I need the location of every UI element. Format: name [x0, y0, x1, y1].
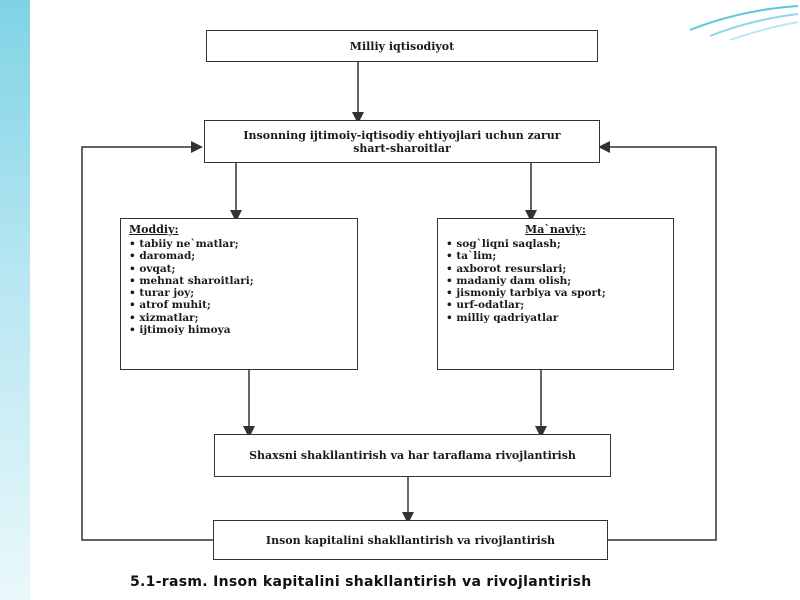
corner-swoosh-decoration [689, 5, 799, 40]
spiritual-item: urf-odatlar; [446, 299, 665, 311]
spiritual-item: milliy qadriyatlar [446, 312, 665, 324]
material-item: xizmatlar; [129, 312, 349, 324]
personal-development-label: Shaxsni shakllantirish va har taraflama … [249, 449, 576, 462]
slide-side-decoration [0, 0, 30, 600]
material-item: ijtimoiy himoya [129, 324, 349, 336]
spiritual-item: sog`liqni saqlash; [446, 238, 665, 250]
human-capital-box: Inson kapitalini shakllantirish va rivoj… [213, 520, 608, 560]
material-item: tabiiy ne`matlar; [129, 238, 349, 250]
needs-line-1: Insonning ijtimoiy-iqtisodiy ehtiyojlari… [243, 128, 561, 142]
spiritual-heading: Ma`naviy: [525, 223, 586, 236]
spiritual-list: sog`liqni saqlash; ta`lim; axborot resur… [446, 238, 665, 324]
personal-development-box: Shaxsni shakllantirish va har taraflama … [214, 434, 611, 477]
human-capital-label: Inson kapitalini shakllantirish va rivoj… [265, 533, 556, 547]
figure-caption: 5.1-rasm. Inson kapitalini shakllantiris… [130, 574, 592, 590]
needs-conditions-label: Insonning ijtimoiy-iqtisodiy ehtiyojlari… [243, 129, 560, 155]
material-item: daromad; [129, 250, 349, 262]
material-list: tabiiy ne`matlar; daromad; ovqat; mehnat… [129, 238, 349, 336]
material-item: mehnat sharoitlari; [129, 275, 349, 287]
national-economy-box: Milliy iqtisodiyot [206, 30, 598, 62]
spiritual-item: ta`lim; [446, 250, 665, 262]
spiritual-needs-box: Ma`naviy: sog`liqni saqlash; ta`lim; axb… [437, 218, 674, 370]
spiritual-item: axborot resurslari; [446, 263, 665, 275]
needs-line-2: shart-sharoitlar [353, 141, 451, 155]
spiritual-item: jismoniy tarbiya va sport; [446, 287, 665, 299]
needs-conditions-box: Insonning ijtimoiy-iqtisodiy ehtiyojlari… [204, 120, 600, 163]
material-needs-box: Moddiy: tabiiy ne`matlar; daromad; ovqat… [120, 218, 358, 370]
national-economy-label: Milliy iqtisodiyot [349, 39, 455, 53]
material-item: turar joy; [129, 287, 349, 299]
material-item: ovqat; [129, 263, 349, 275]
material-item: atrof muhit; [129, 299, 349, 311]
material-heading: Moddiy: [129, 223, 179, 236]
spiritual-item: madaniy dam olish; [446, 275, 665, 287]
